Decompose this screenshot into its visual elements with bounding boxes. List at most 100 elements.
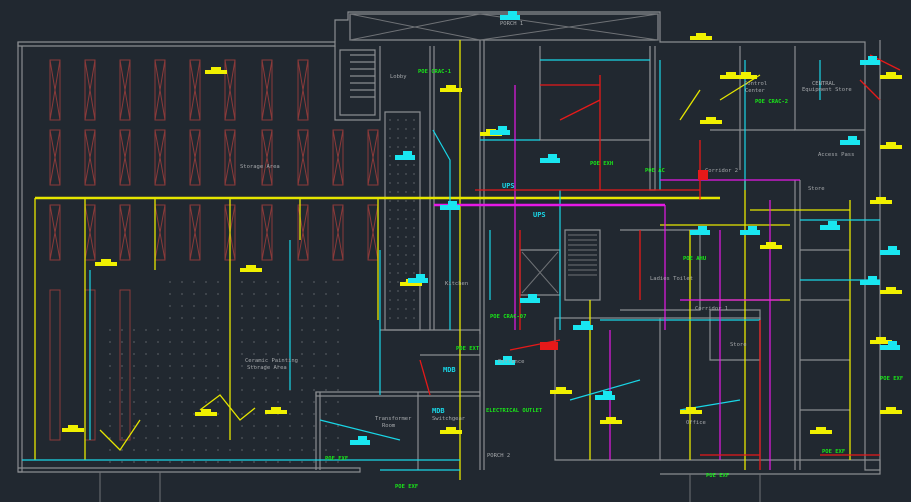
floor-dot [389, 191, 391, 193]
floor-dot [325, 449, 327, 451]
wiring-magenta [434, 85, 800, 470]
equipment-labels: POE CRAC-1 POE CRAC-2 POE EXF POE EXF PO… [325, 69, 903, 490]
yellow-tag [690, 36, 712, 40]
floor-dot [145, 449, 147, 451]
floor-dot [313, 329, 315, 331]
storage-rack [332, 204, 344, 261]
yellow-tag [201, 409, 211, 412]
floor-dot [181, 305, 183, 307]
storage-rack [261, 204, 273, 261]
floor-dot [389, 182, 391, 184]
yellow-tag [240, 268, 262, 272]
yellow-tag [556, 387, 566, 390]
floor-dot [277, 341, 279, 343]
floor-dot [313, 341, 315, 343]
floor-dot [205, 461, 207, 463]
floor-dot [133, 377, 135, 379]
storage-rack [119, 59, 131, 121]
room-porch-1: PORCH 1 [500, 21, 523, 27]
storage-rack [189, 204, 201, 261]
floor-dot [169, 461, 171, 463]
floor-dot [253, 401, 255, 403]
floor-dot [169, 281, 171, 283]
storage-rack-brace [332, 129, 344, 186]
cyan-tag [888, 341, 897, 345]
floor-dot [301, 401, 303, 403]
floor-dot [405, 137, 407, 139]
floor-dot [389, 317, 391, 319]
yellow-tag [720, 75, 742, 79]
floor-dot [389, 164, 391, 166]
floor-dot [337, 449, 339, 451]
floor-dot [121, 425, 123, 427]
storage-rack [84, 59, 96, 121]
floor-dot [241, 377, 243, 379]
cyan-tag [350, 440, 370, 445]
floor-dot [265, 365, 267, 367]
cyan-tag [698, 226, 707, 230]
floor-dot [193, 401, 195, 403]
tag-poe-exh: POE EXH [590, 161, 613, 167]
floor-dot [389, 137, 391, 139]
floor-dot [405, 173, 407, 175]
storage-rack-brace [224, 129, 236, 186]
cyan-tag [503, 356, 512, 360]
tag-poe-exf-3: POE EXF [706, 473, 729, 479]
floor-dot [413, 272, 415, 274]
cyan-tag [860, 60, 880, 65]
floor-dot [181, 413, 183, 415]
floor-dot [389, 254, 391, 256]
room-central-2: Equipment Store [802, 87, 852, 93]
yellow-tag [205, 70, 227, 74]
floor-dot [241, 389, 243, 391]
cyan-tag [828, 221, 837, 225]
floor-dot [109, 353, 111, 355]
floor-dot [205, 401, 207, 403]
floor-dot [325, 281, 327, 283]
floor-dot [265, 329, 267, 331]
floor-dot [181, 461, 183, 463]
yellow-tag [246, 265, 256, 268]
floor-dot [301, 317, 303, 319]
storage-rack [119, 289, 131, 441]
floor-dot [205, 389, 207, 391]
room-office: Office [686, 420, 706, 426]
floor-dot [193, 305, 195, 307]
floor-dot [109, 389, 111, 391]
floor-dot [193, 449, 195, 451]
floor-dot [133, 461, 135, 463]
floor-dot [389, 263, 391, 265]
floor-dot [253, 461, 255, 463]
floor-dot [241, 401, 243, 403]
floor-dot [277, 281, 279, 283]
floor-dot [217, 353, 219, 355]
floor-dot [181, 449, 183, 451]
cyan-tag [868, 56, 877, 60]
floor-dot [241, 365, 243, 367]
floor-dot [389, 119, 391, 121]
yellow-tag [886, 142, 896, 145]
floor-dot [193, 461, 195, 463]
cyan-tag [548, 154, 557, 158]
floor-dot [389, 281, 391, 283]
storage-rack-brace [261, 59, 273, 121]
floor-dot [253, 305, 255, 307]
yellow-tag [600, 420, 622, 424]
floor-dot [405, 200, 407, 202]
floor-dot [313, 281, 315, 283]
room-kitchen: Kitchen [445, 281, 468, 287]
storage-rack-brace [49, 204, 61, 261]
floor-dot [289, 437, 291, 439]
floor-dot [313, 449, 315, 451]
yellow-tag [870, 340, 892, 344]
floor-dot [405, 146, 407, 148]
floor-dot [229, 449, 231, 451]
floor-dot [253, 377, 255, 379]
floor-dot [169, 449, 171, 451]
floor-dot [397, 299, 399, 301]
storage-rack-brace [224, 59, 236, 121]
floor-dot [145, 377, 147, 379]
floor-dot [217, 389, 219, 391]
floor-dot [145, 365, 147, 367]
